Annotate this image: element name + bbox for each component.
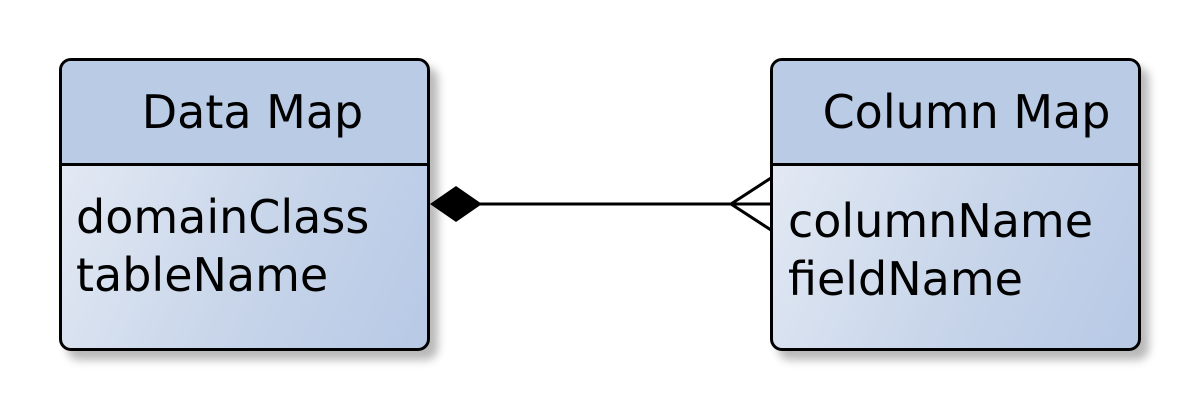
entity-title: Data Map xyxy=(141,85,364,139)
attribute-field-name: fieldName xyxy=(788,252,1023,306)
entity-header: Column Map xyxy=(773,61,1138,166)
entity-title: Column Map xyxy=(822,85,1111,139)
composition-diamond-icon xyxy=(430,186,482,222)
attribute-domain-class: domainClass xyxy=(76,190,370,244)
column-map-entity[interactable]: Column Map columnName fieldName xyxy=(770,58,1141,351)
attribute-list: columnName fieldName xyxy=(773,166,1138,308)
attribute-column-name: columnName xyxy=(788,194,1094,248)
attribute-list: domainClass tableName xyxy=(62,166,427,304)
entity-header: Data Map xyxy=(62,61,427,166)
data-map-entity[interactable]: Data Map domainClass tableName xyxy=(59,58,430,351)
crows-foot-icon xyxy=(728,176,772,232)
attribute-table-name: tableName xyxy=(76,248,329,302)
